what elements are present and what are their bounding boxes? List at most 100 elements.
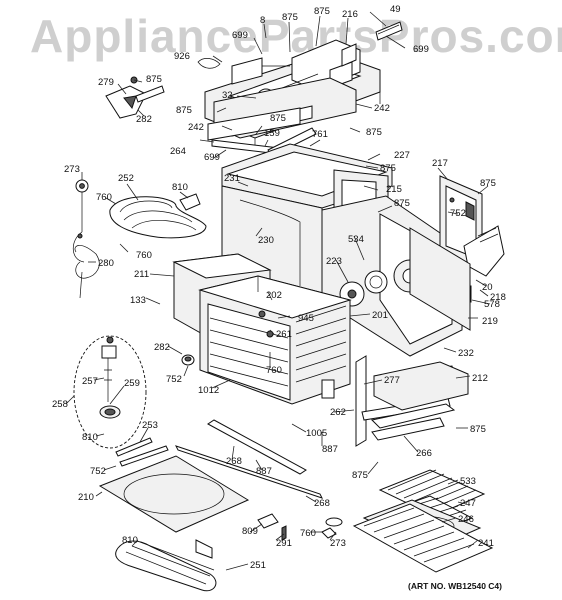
callout-label: 246 — [458, 514, 474, 525]
callout-label: 242 — [374, 103, 390, 114]
drawer-bottom-210 — [98, 455, 250, 533]
knob-282 — [181, 354, 195, 366]
bake-element-252 — [109, 193, 207, 239]
callout-label: 761 — [312, 129, 328, 140]
callout-label: 752 — [90, 466, 106, 477]
callout-label: 875 — [380, 163, 396, 174]
callout-label: 699 — [413, 44, 429, 55]
callout-label: 291 — [276, 538, 292, 549]
callout-label: 875 — [480, 178, 496, 189]
callout-label: 202 — [266, 290, 282, 301]
art-number: (ART NO. WB12540 C4) — [408, 581, 502, 591]
igniter-assembly-258 — [73, 335, 147, 449]
callout-label: 752 — [166, 374, 182, 385]
watermark-text: AppliancePartsPros.com — [30, 10, 562, 62]
callout-label: 273 — [330, 538, 346, 549]
callout-label: 945 — [298, 313, 314, 324]
callout-label: 241 — [478, 538, 494, 549]
callout-label: 875 — [314, 6, 330, 17]
callout-label: 219 — [482, 316, 498, 327]
callout-label: 875 — [270, 113, 286, 124]
callout-label: 262 — [330, 407, 346, 418]
control-panel-assembly — [197, 21, 403, 150]
callout-label: 875 — [352, 470, 368, 481]
callout-label: 533 — [460, 476, 476, 487]
bottom-panel-212 — [370, 361, 469, 441]
callout-label: 810 — [82, 432, 98, 443]
callout-label: 232 — [458, 348, 474, 359]
callout-label: 215 — [386, 184, 402, 195]
callout-label: 760 — [136, 250, 152, 261]
callout-label: 242 — [188, 122, 204, 133]
callout-label: 268 — [314, 498, 330, 509]
callout-label: 268 — [226, 456, 242, 467]
callout-labels: 8 875 875 216 49 926 699 699 279 875 32 … — [52, 4, 506, 571]
broiler-pan-246 — [352, 499, 494, 573]
callout-label: 216 — [342, 9, 358, 20]
callout-label: 159 — [264, 128, 280, 139]
leader-lines — [65, 11, 491, 571]
callout-label: 217 — [432, 158, 448, 169]
callout-label: 251 — [250, 560, 266, 571]
callout-label: 227 — [394, 150, 410, 161]
side-panel-217 — [439, 175, 505, 303]
callout-label: 253 — [142, 420, 158, 431]
callout-label: 699 — [232, 30, 248, 41]
callout-label: 218 — [490, 292, 506, 303]
callout-label: 201 — [372, 310, 388, 321]
callout-label: 282 — [136, 114, 152, 125]
callout-label: 810 — [122, 535, 138, 546]
callout-label: 1012 — [198, 385, 219, 396]
callout-label: 210 — [78, 492, 94, 503]
callout-label: 258 — [52, 399, 68, 410]
oven-liner-racks — [198, 275, 352, 405]
callout-label: 273 — [64, 164, 80, 175]
callout-label: 875 — [470, 424, 486, 435]
callout-label: 875 — [366, 127, 382, 138]
callout-label: 875 — [394, 198, 410, 209]
callout-label: 875 — [146, 74, 162, 85]
callout-label: 133 — [130, 295, 146, 306]
callout-label: 875 — [282, 12, 298, 23]
callout-label: 887 — [322, 444, 338, 455]
callout-label: 578 — [484, 299, 500, 310]
callout-label: 760 — [96, 192, 112, 203]
callout-label: 261 — [276, 329, 292, 340]
callout-label: 231 — [224, 173, 240, 184]
callout-label: 252 — [118, 173, 134, 184]
callout-label: 264 — [170, 146, 186, 157]
callout-label: 8 — [260, 15, 265, 26]
callout-label: 247 — [460, 498, 476, 509]
callout-label: 752 — [450, 208, 466, 219]
callout-label: 257 — [82, 376, 98, 387]
probe-sensor-280 — [72, 179, 100, 299]
callout-label: 875 — [176, 105, 192, 116]
callout-label: 49 — [390, 4, 401, 15]
element-wire-253 — [115, 437, 169, 467]
callout-label: 810 — [172, 182, 188, 193]
callout-label: 534 — [348, 234, 364, 245]
callout-label: 279 — [98, 77, 114, 88]
callout-label: 20 — [482, 282, 493, 293]
callout-label: 1005 — [306, 428, 327, 439]
callout-label: 230 — [258, 235, 274, 246]
callout-label: 809 — [242, 526, 258, 537]
callout-label: 760 — [300, 528, 316, 539]
drawer-rails-268 — [175, 419, 323, 499]
callout-label: 280 — [98, 258, 114, 269]
callout-label: 223 — [326, 256, 342, 267]
callout-label: 926 — [174, 51, 190, 62]
callout-label: 32 — [222, 90, 233, 101]
side-panel-219 — [409, 227, 471, 331]
callout-label: 699 — [204, 152, 220, 163]
callout-label: 282 — [154, 342, 170, 353]
callout-label: 211 — [134, 269, 149, 280]
callout-label: 212 — [472, 373, 488, 384]
callout-label: 887 — [256, 466, 272, 477]
callout-label: 259 — [124, 378, 140, 389]
callout-label: 760 — [266, 365, 282, 376]
callout-label: 277 — [384, 375, 400, 386]
callout-label: 266 — [416, 448, 432, 459]
lower-element-810 — [115, 539, 217, 592]
